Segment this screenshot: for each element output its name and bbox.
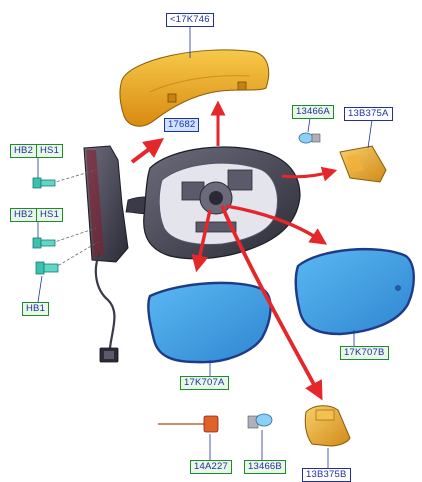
bulb-lower xyxy=(247,413,273,429)
arrow-from-17682 xyxy=(130,138,164,164)
label-hb2-upper: HB2 xyxy=(10,144,38,158)
explode-arrows xyxy=(130,100,338,401)
mirror-glass-right xyxy=(294,247,415,336)
bulb-upper xyxy=(298,132,321,144)
label-cover: <17K746 xyxy=(166,13,214,27)
leader-lines xyxy=(37,26,373,468)
bolt-upper xyxy=(32,169,97,189)
lamp-lower xyxy=(304,405,351,447)
wiring-harness xyxy=(94,251,119,363)
wire-14a227 xyxy=(158,415,219,433)
label-glass-right: 17K707B xyxy=(340,346,389,360)
label-lamp-lower: 13B375B xyxy=(302,468,351,482)
label-wire: 14A227 xyxy=(190,460,232,474)
arrow-to-lamp-lower xyxy=(220,205,323,401)
arrow-to-glass-left xyxy=(191,209,212,273)
bolt-middle xyxy=(32,227,97,249)
label-lamp-upper: 13B375A xyxy=(344,107,393,121)
label-hb1: HB1 xyxy=(22,302,50,316)
mirror-cover xyxy=(119,49,270,127)
mirror-housing xyxy=(83,145,301,263)
mirror-glass-left xyxy=(147,281,272,364)
label-housing: 17682 xyxy=(164,118,200,132)
label-hs1-upper: HS1 xyxy=(36,144,64,158)
bolt-lower xyxy=(35,241,99,275)
label-bulb-lower: 13466B xyxy=(244,460,286,474)
arrow-to-lamp-upper xyxy=(281,166,338,182)
label-glass-left: 17K707A xyxy=(180,376,229,390)
label-hs1-lower: HS1 xyxy=(36,208,64,222)
label-hb2-lower: HB2 xyxy=(10,208,38,222)
arrow-to-glass-right xyxy=(225,204,328,245)
lamp-upper xyxy=(339,145,387,183)
label-bulb-upper: 13466A xyxy=(292,105,334,119)
